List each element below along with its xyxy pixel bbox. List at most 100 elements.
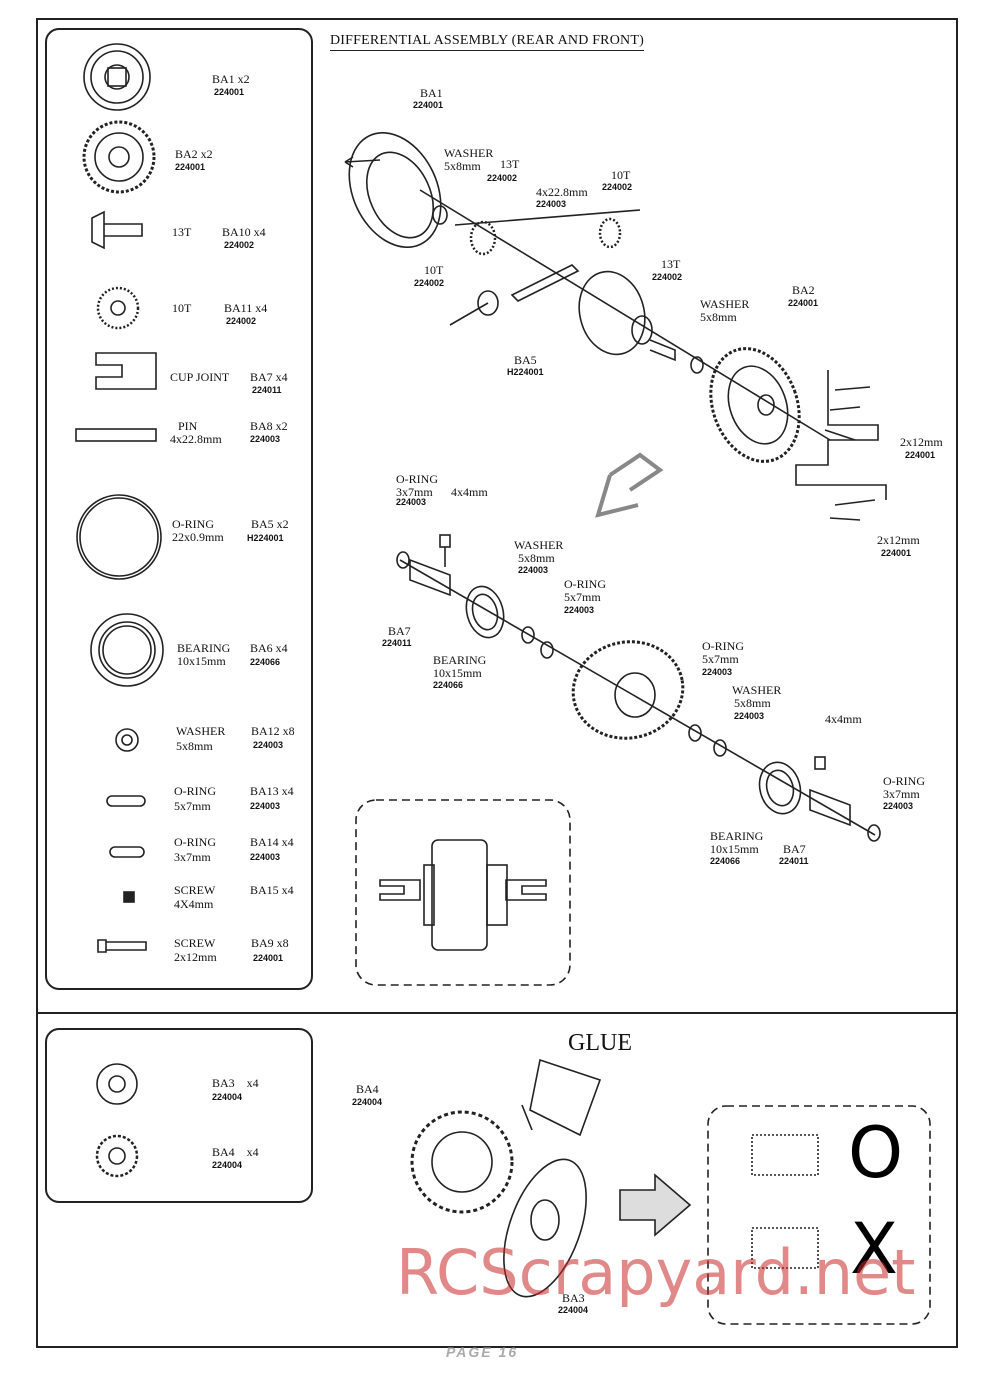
part-ba6-size: 10x15mm [177, 654, 226, 668]
callout-bearing-left: BEARING [433, 653, 487, 667]
part-ba3-code: 224004 [212, 1092, 243, 1102]
part-ba8-id: BA8 x2 [250, 419, 288, 433]
part-ba8-code: 224003 [250, 434, 281, 444]
glue-heading: GLUE [568, 1030, 632, 1056]
part-ba15-size: 4X4mm [174, 897, 214, 911]
callout-bearing-right: BEARING [710, 829, 764, 843]
callout-bearing-right-code: 224066 [710, 856, 741, 866]
callout-screw-b-code: 224001 [881, 548, 912, 558]
part-ba8-name: PIN [178, 419, 198, 433]
part-ba9-name: SCREW [174, 936, 216, 950]
part-ba4-id: BA4 x4 [212, 1145, 259, 1159]
callout-ba2-code: 224001 [788, 298, 819, 308]
part-ba5-size: 22x0.9mm [172, 530, 224, 544]
callout-washer-top: WASHER [444, 146, 494, 160]
incorrect-mark: X [850, 1208, 898, 1290]
part-ba2-id: BA2 x2 [175, 147, 213, 161]
part-ba13-id: BA13 x4 [250, 784, 294, 798]
part-ba7-id: BA7 x4 [250, 370, 288, 384]
part-ba14-code: 224003 [250, 852, 281, 862]
callout-washer-mid-size: 5x8mm [518, 551, 555, 565]
callout-oring-5x7-b-code: 224003 [702, 667, 733, 677]
callout-ba5-code: H224001 [507, 367, 544, 377]
callout-13t-a-code: 224002 [487, 173, 518, 183]
part-ba13-name: O-RING [174, 784, 216, 798]
callout-oring-3x7-left-size: 3x7mm [396, 485, 433, 499]
callout-10t-b-code: 224002 [414, 278, 445, 288]
part-ba12-size: 5x8mm [176, 739, 213, 753]
part-ba11-name: 10T [172, 301, 192, 315]
parts-list-box-bottom [45, 1028, 313, 1203]
part-ba4-code: 224004 [212, 1160, 243, 1170]
callout-pin: 4x22.8mm [536, 185, 588, 199]
part-ba11-code: 224002 [226, 316, 257, 326]
callout-washer-mid-right-size: 5x8mm [734, 696, 771, 710]
callout-ba1-code: 224001 [413, 100, 444, 110]
callout-oring-3x7-left: O-RING [396, 472, 438, 486]
callout-washer-right: WASHER [700, 297, 750, 311]
part-ba10-id: BA10 x4 [222, 225, 266, 239]
part-ba9-size: 2x12mm [174, 950, 217, 964]
callout-oring-5x7-a-size: 5x7mm [564, 590, 601, 604]
page-number: PAGE 16 [446, 1344, 519, 1360]
callout-oring-3x7-right-code: 224003 [883, 801, 914, 811]
callout-10t-a-code: 224002 [602, 182, 633, 192]
callout-oring-3x7-right: O-RING [883, 774, 925, 788]
callout-washer-right-size: 5x8mm [700, 310, 737, 324]
part-ba15-name: SCREW [174, 883, 216, 897]
callout-screw-a: 2x12mm [900, 435, 943, 449]
callout-washer-mid-right-code: 224003 [734, 711, 765, 721]
part-ba7-name: CUP JOINT [170, 370, 230, 384]
part-ba7-code: 224011 [252, 385, 282, 395]
part-ba3-id: BA3 x4 [212, 1076, 259, 1090]
callout-ba7-left-code: 224011 [382, 638, 412, 648]
part-ba11-id: BA11 x4 [224, 301, 268, 315]
callout-13t-a: 13T [500, 157, 520, 171]
correct-mark: O [848, 1112, 904, 1194]
callout-ba2: BA2 [792, 283, 815, 297]
callout-setscrew-left: 4x4mm [451, 485, 488, 499]
callout-setscrew-right: 4x4mm [825, 712, 862, 726]
page-frame [36, 18, 958, 1348]
part-ba1-code: 224001 [214, 87, 245, 97]
callout-ba7-right-code: 224011 [779, 856, 809, 866]
section-divider [36, 1012, 958, 1014]
part-ba13-size: 5x7mm [174, 799, 211, 813]
part-ba6-name: BEARING [177, 641, 231, 655]
part-ba9-id: BA9 x8 [251, 936, 289, 950]
callout-13t-b: 13T [661, 257, 681, 271]
callout-13t-b-code: 224002 [652, 272, 683, 282]
callout-oring-5x7-b-size: 5x7mm [702, 652, 739, 666]
part-ba14-id: BA14 x4 [250, 835, 294, 849]
part-ba8-size: 4x22.8mm [170, 432, 222, 446]
callout-ba3-code: 224004 [558, 1305, 589, 1315]
callout-oring-5x7-a-code: 224003 [564, 605, 595, 615]
callout-ba7-left: BA7 [388, 624, 411, 638]
callout-bearing-left-code: 224066 [433, 680, 464, 690]
callout-10t-a: 10T [611, 168, 631, 182]
part-ba10-code: 224002 [224, 240, 255, 250]
callout-ba7-right: BA7 [783, 842, 806, 856]
parts-list-box [45, 28, 313, 990]
part-ba13-code: 224003 [250, 801, 281, 811]
part-ba5-name: O-RING [172, 517, 214, 531]
callout-washer-mid-code: 224003 [518, 565, 549, 575]
part-ba14-size: 3x7mm [174, 850, 211, 864]
callout-bearing-right-size: 10x15mm [710, 842, 759, 856]
part-ba6-id: BA6 x4 [250, 641, 288, 655]
part-ba10-name: 13T [172, 225, 192, 239]
page-title: DIFFERENTIAL ASSEMBLY (REAR AND FRONT) [330, 33, 644, 51]
part-ba12-name: WASHER [176, 724, 226, 738]
part-ba6-code: 224066 [250, 657, 281, 667]
callout-bearing-left-size: 10x15mm [433, 666, 482, 680]
callout-washer-top-size: 5x8mm [444, 159, 481, 173]
watermark: RCScrapyard.net [396, 1236, 916, 1309]
part-ba9-code: 224001 [253, 953, 284, 963]
callout-pin-code: 224003 [536, 199, 567, 209]
part-ba14-name: O-RING [174, 835, 216, 849]
part-ba15-id: BA15 x4 [250, 883, 294, 897]
callout-screw-a-code: 224001 [905, 450, 936, 460]
part-ba12-id: BA12 x8 [251, 724, 295, 738]
callout-washer-mid-right: WASHER [732, 683, 782, 697]
callout-10t-b: 10T [424, 263, 444, 277]
